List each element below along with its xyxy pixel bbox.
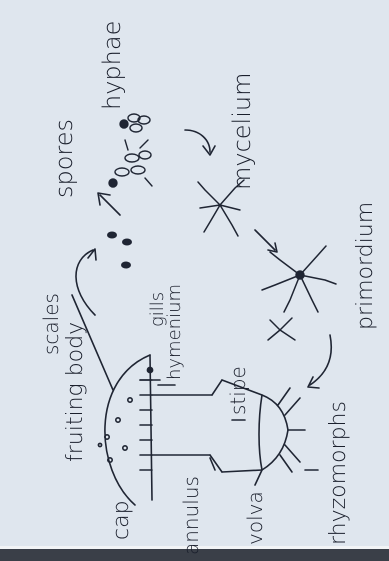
spore-dot — [107, 232, 117, 239]
volva-pointer — [255, 470, 262, 485]
hypha-segment — [115, 168, 129, 176]
label-stipe: stipe — [226, 366, 250, 415]
hypha-spore — [109, 179, 117, 187]
label-cap: cap — [109, 500, 134, 540]
label-rhyzomorphs: rhyzomorphs — [326, 401, 351, 545]
cap-spot — [116, 418, 120, 422]
hypha-segment — [125, 154, 139, 162]
hypha-segment — [130, 124, 142, 132]
cap-spot — [98, 443, 101, 446]
label-annulus: annulus — [179, 476, 203, 555]
label-mycelium: mycelium — [228, 73, 256, 190]
hypha-branch — [125, 140, 152, 186]
spore-dot — [122, 239, 132, 246]
label-hymenium: hymenium — [164, 284, 185, 380]
primordium-drawing — [262, 246, 336, 340]
spores-drawing — [107, 232, 132, 269]
label-hyphae: hyphae — [98, 21, 126, 110]
cap-dot — [147, 367, 152, 372]
arrow-to-spores — [76, 250, 95, 315]
cap-spot — [128, 398, 132, 402]
hypha-spore — [120, 120, 128, 128]
arrow-to-hyphae — [100, 195, 120, 215]
stipe-outline — [152, 395, 212, 455]
primordium-branches — [262, 246, 336, 312]
volva-outline — [259, 395, 288, 470]
label-fruiting-body: fruiting body — [63, 322, 88, 462]
label-primordium: primordium — [353, 202, 378, 330]
cap-underside — [150, 355, 152, 500]
label-scales: scales — [39, 293, 63, 355]
label-spores: spores — [50, 119, 78, 198]
label-volva: volva — [243, 491, 267, 545]
cap-spot — [108, 458, 112, 462]
arrow-to-primordium — [255, 230, 275, 250]
rhizomorph-roots — [278, 388, 305, 472]
cap-outline — [105, 355, 150, 505]
arrow-to-mycelium — [185, 130, 210, 152]
spore-dot — [121, 262, 131, 269]
cap-spot — [123, 446, 127, 450]
hypha-segment — [131, 166, 145, 174]
primordium-branches-2 — [268, 318, 295, 340]
hypha-segment — [139, 151, 151, 159]
cap-spot — [105, 435, 109, 439]
hyphae-drawing — [109, 114, 152, 187]
annulus-outline — [210, 380, 222, 472]
